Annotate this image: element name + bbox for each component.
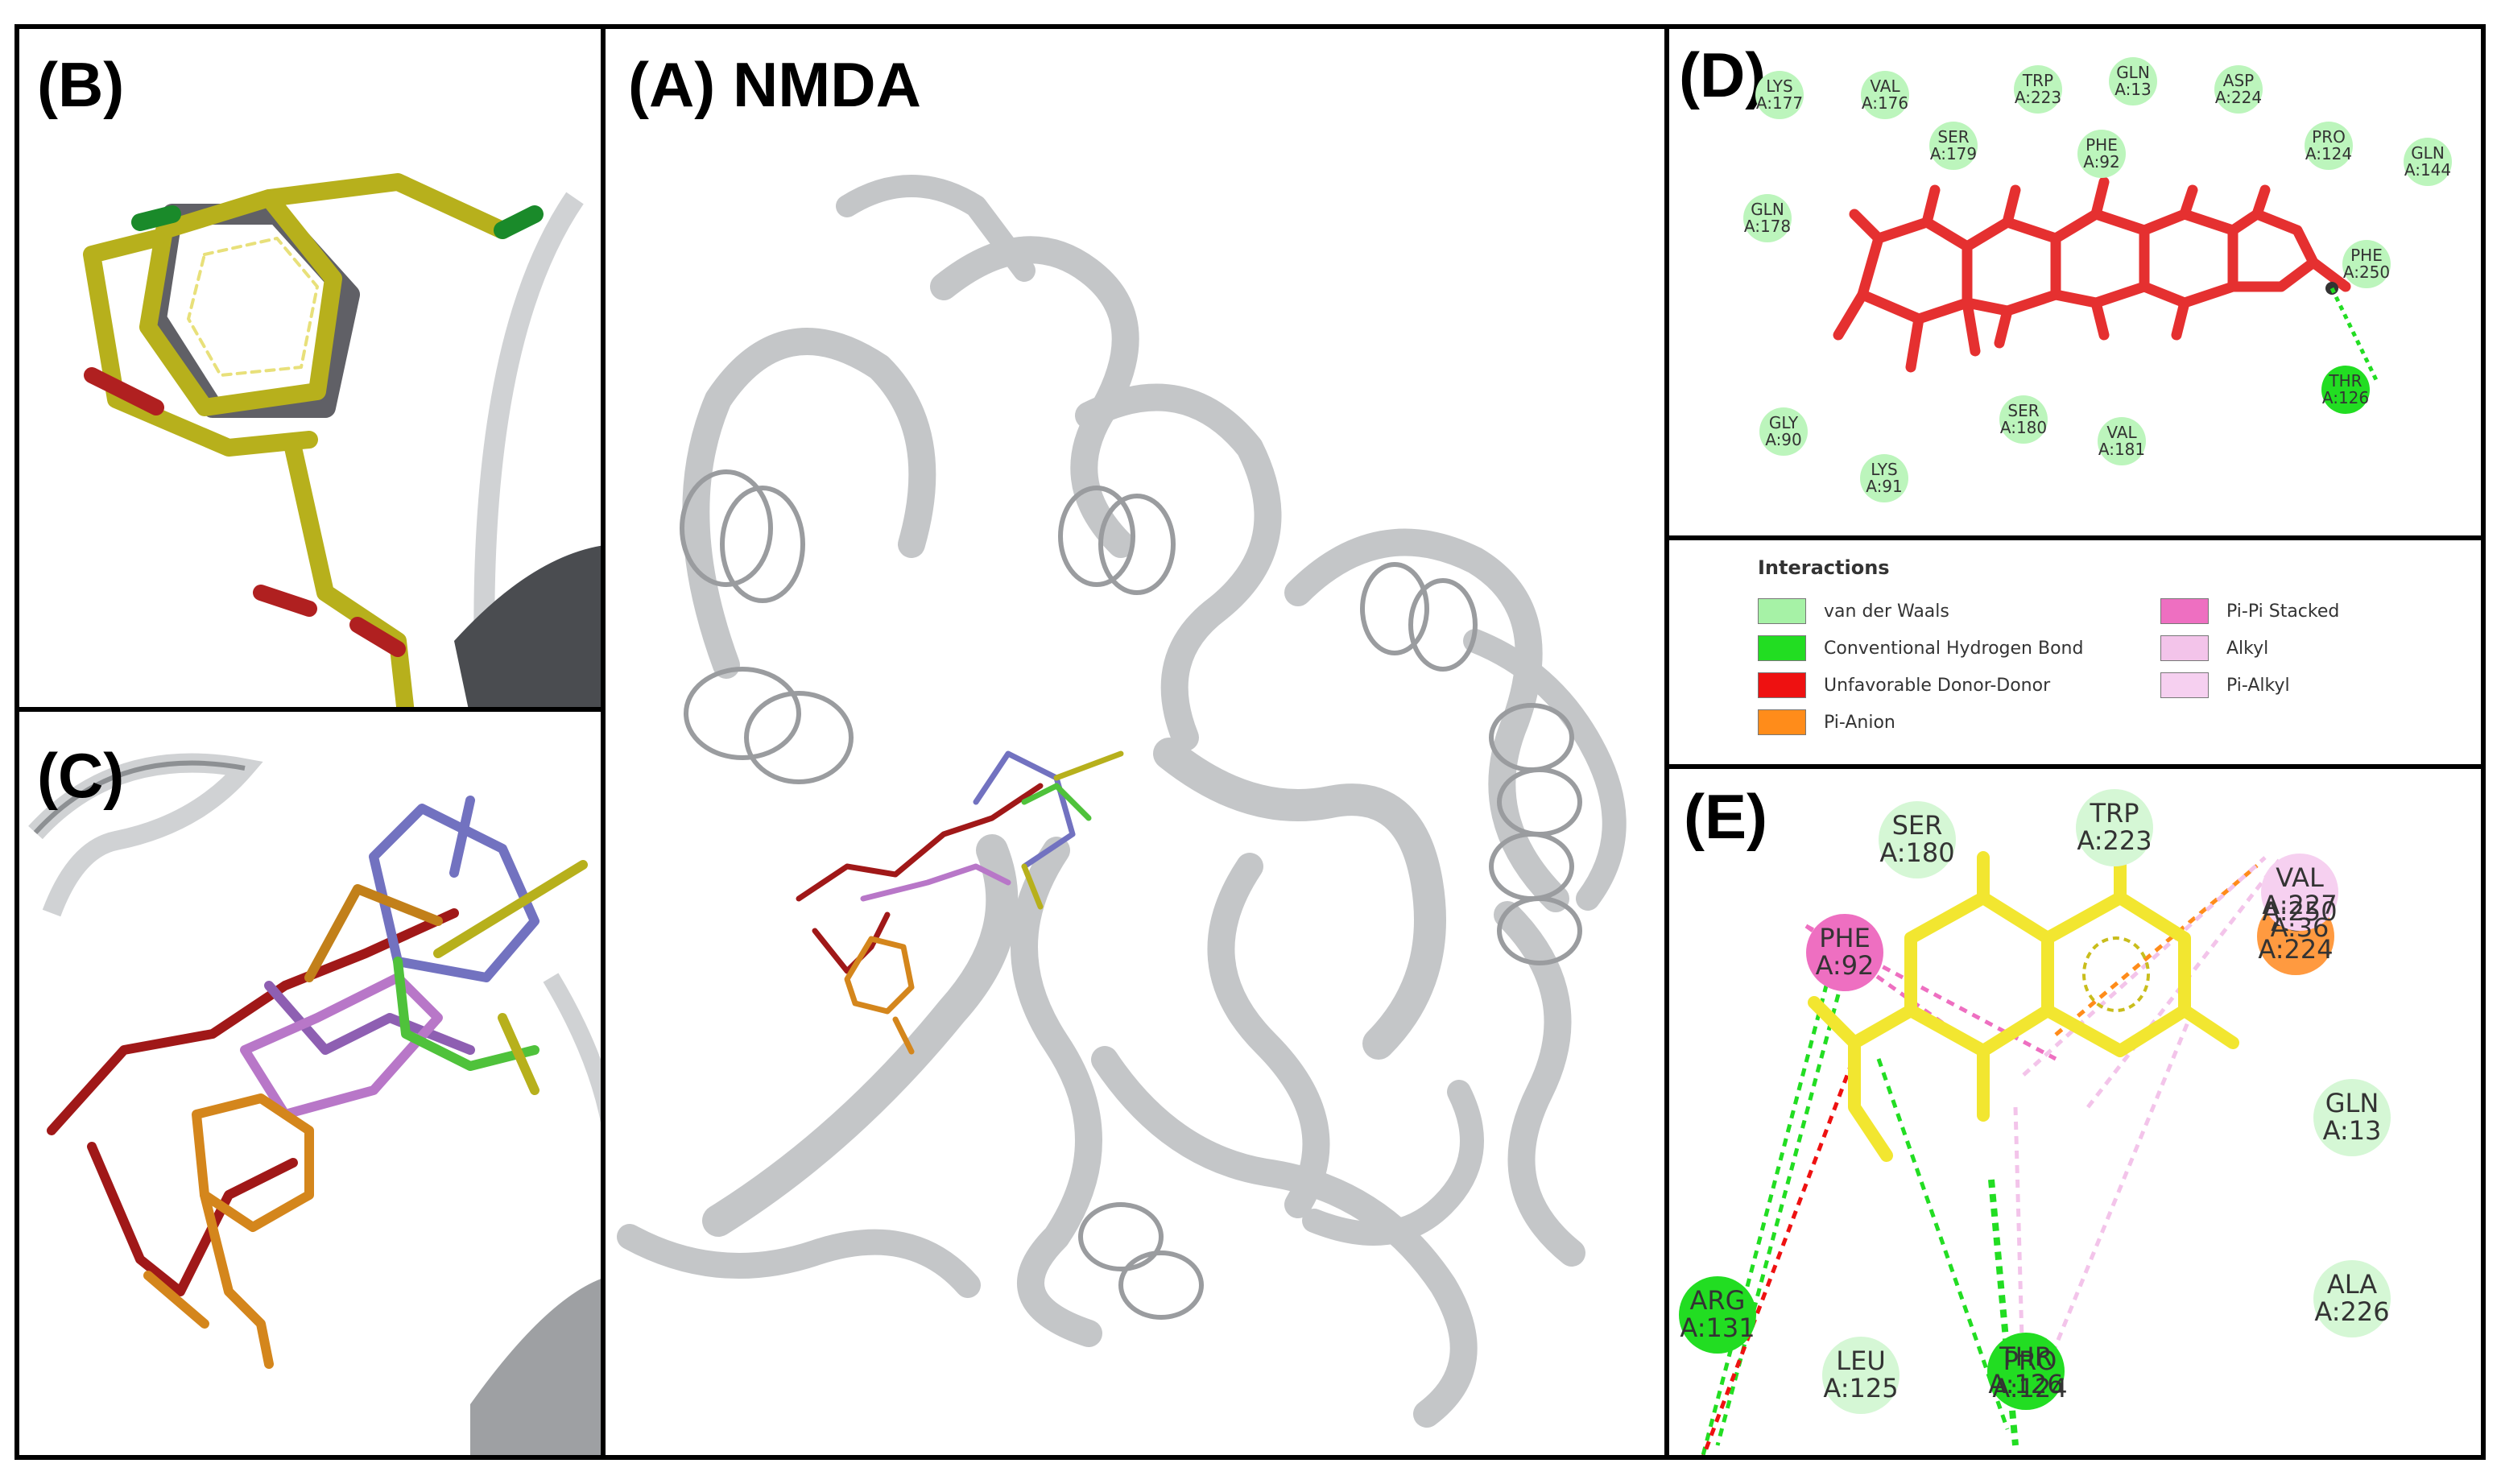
legend-item-conventional-hydrogen-bond: Conventional Hydrogen Bond bbox=[1758, 635, 2083, 661]
legend-item-alkyl: Alkyl bbox=[2160, 635, 2268, 661]
legend-item-pi-pi-stacked: Pi-Pi Stacked bbox=[2160, 598, 2339, 624]
residue-overlap-a250-e: A:250 bbox=[2262, 896, 2338, 928]
protein-ribbon-a bbox=[617, 175, 1627, 1428]
legend-swatch bbox=[1758, 598, 1806, 624]
legend-item-van-der-waals: van der Waals bbox=[1758, 598, 1949, 624]
panel-d-label: (D) bbox=[1679, 39, 1767, 110]
legend-swatch bbox=[1758, 672, 1806, 698]
panel-a-label: (A) NMDA bbox=[628, 49, 921, 120]
legend-item-pi-alkyl: Pi-Alkyl bbox=[2160, 672, 2290, 698]
interactions-legend: Interactions van der Waals Conventional … bbox=[1664, 535, 2486, 770]
panel-a: (A) NMDA bbox=[601, 24, 1670, 1460]
aromatic-ring-marker bbox=[2082, 936, 2150, 1012]
legend-swatch bbox=[2160, 598, 2209, 624]
legend-swatch bbox=[2160, 635, 2209, 661]
legend-item-pi-anion: Pi-Anion bbox=[1758, 709, 1895, 735]
docked-ligands-c bbox=[28, 753, 601, 1455]
residue-overlap-a36-e: A:36 bbox=[2270, 912, 2329, 944]
legend-item-unfavorable-donor-donor: Unfavorable Donor-Donor bbox=[1758, 672, 2050, 698]
panel-e-label: (E) bbox=[1684, 781, 1767, 852]
panel-c: (C) bbox=[14, 707, 606, 1460]
panel-c-label: (C) bbox=[37, 740, 125, 811]
ligand-superposition-b bbox=[83, 173, 601, 708]
legend-swatch bbox=[1758, 709, 1806, 735]
ligand-2d-d bbox=[1833, 176, 2380, 385]
legend-swatch bbox=[1758, 635, 1806, 661]
panel-b-label: (B) bbox=[37, 49, 125, 120]
legend-swatch bbox=[2160, 672, 2209, 698]
legend-title: Interactions bbox=[1758, 556, 1890, 579]
hbond-line-d bbox=[2329, 287, 2380, 385]
panel-b: (B) bbox=[14, 24, 606, 713]
